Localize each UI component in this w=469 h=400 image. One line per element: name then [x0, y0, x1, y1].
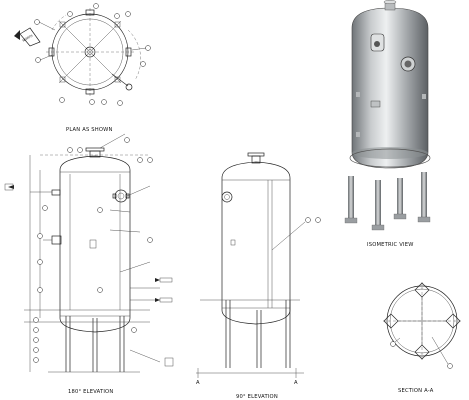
- north-label: NORTH: [22, 33, 34, 42]
- section-cut-right-label: A: [294, 380, 298, 386]
- plan-view-title: PLAN AS SHOWN: [66, 127, 113, 133]
- elevation-180-title: 180° ELEVATION: [68, 389, 113, 395]
- elevation-180-view: 180° ELEVATION: [4, 133, 174, 395]
- north-arrow-icon: NORTH: [14, 27, 41, 47]
- section-a-a-title: SECTION A-A: [398, 388, 434, 394]
- elevation-90-title: 90° ELEVATION: [236, 394, 278, 400]
- section-cut-left-label: A: [196, 380, 200, 386]
- section-a-a-view: SECTION A-A: [383, 282, 461, 394]
- elevation-90-view: A A 90° ELEVATION: [196, 152, 321, 400]
- plan-view: NORTH PLAN AS SHOWN: [14, 3, 151, 133]
- isometric-view-title: ISOMETRIC VIEW: [367, 242, 414, 248]
- isometric-view: ISOMETRIC VIEW: [344, 0, 431, 248]
